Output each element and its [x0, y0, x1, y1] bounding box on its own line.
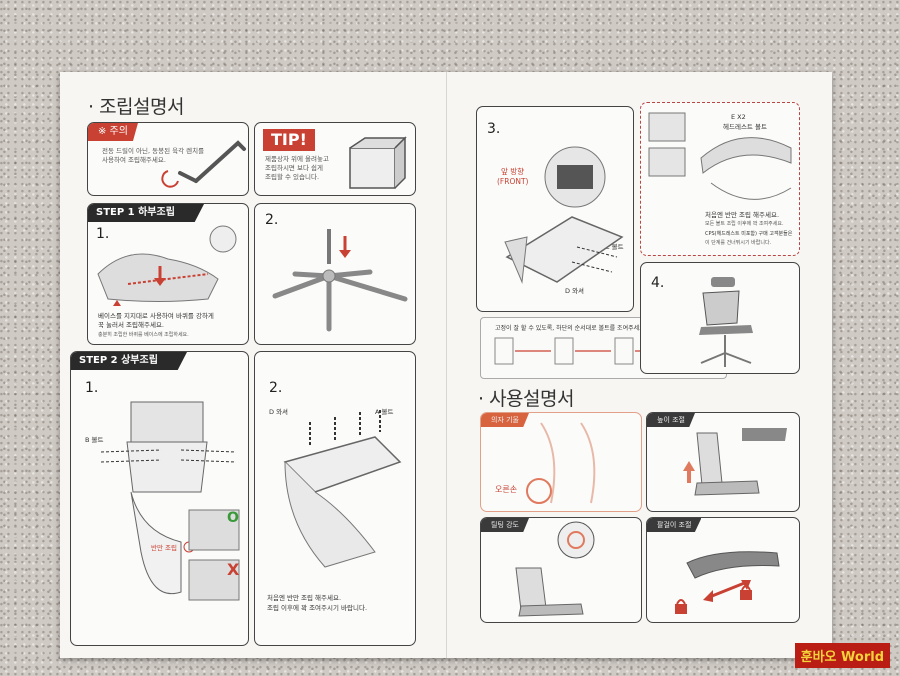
headrest-panel: E X2 헤드레스트 볼트 처음엔 반만 조립 해주세요. 모든 볼트 조립 이… — [640, 102, 800, 256]
step1-note-1: 베이스를 지지대로 사용하여 바퀴를 강하게 — [98, 312, 214, 320]
backrest-illustration — [100, 401, 240, 601]
height-adjust-illustration — [683, 428, 787, 496]
mechanism-illustration — [504, 146, 624, 284]
step1-num-1: 1. — [96, 226, 110, 242]
tip-text-1: 제품상자 위에 올려놓고 — [265, 155, 329, 163]
usage-panel-1: 의자 기울 오른손 — [480, 412, 642, 512]
half-assembly-label: 반만 조립 — [151, 544, 177, 552]
usage-tag-4: 팔걸이 조절 — [647, 518, 702, 532]
step2-note-1: 처음엔 반만 조립 해주세요. — [267, 594, 342, 602]
step2-label: STEP 2 상부조립 — [71, 352, 187, 370]
tip-panel: TIP! 제품상자 위에 올려놓고 조립하시면 보다 쉽게 조립할 수 있습니다… — [254, 122, 416, 196]
hex-wrench-icon — [161, 140, 246, 188]
tip-text-3: 조립할 수 있습니다. — [265, 173, 320, 181]
step1-note-2: 꾹 눌러서 조립해주세요. — [98, 321, 164, 329]
page-fold — [446, 72, 447, 658]
armrest-adjust-illustration — [675, 551, 780, 614]
finished-chair-illustration — [699, 277, 753, 367]
step1-note-3: 충분히 조립한 바퀴를 베이스에 조립하세요. — [98, 332, 189, 338]
step4-panel: 4. — [640, 262, 800, 374]
step1-panel-1: STEP 1 하부조립 1. 베이스를 지지대로 사용하여 바퀴를 강하게 꾹 … — [87, 203, 249, 345]
caution-label: ※ 주의 — [88, 123, 138, 141]
wheel-assembly-illustration — [97, 225, 237, 306]
step2-num-2: 2. — [269, 380, 283, 396]
usage-tag-2: 높이 조절 — [647, 413, 695, 427]
step2-num-1: 1. — [85, 380, 99, 396]
front-label-2: (FRONT) — [497, 177, 529, 186]
ok-mark: O — [227, 510, 239, 526]
step2-panel-2: 2. D 와셔 A 볼트 처음엔 반만 조립 해주세요. 조립 이후에 꽉 조여… — [254, 351, 416, 646]
step1-num-2: 2. — [265, 212, 279, 228]
step1-panel-2: 2. — [254, 203, 416, 345]
right-hand-label: 오른손 — [495, 485, 518, 494]
headrest-note-4: 이 단계를 건너뛰시기 바랍니다. — [705, 240, 772, 246]
caution-panel: ※ 주의 전동 드릴이 아닌, 동봉된 육각 렌치를 사용하여 조립해주세요. — [87, 122, 249, 196]
usage-tag-3: 틸팅 강도 — [481, 518, 529, 532]
tilt-tension-illustration — [515, 521, 595, 617]
usage-title: · 사용설명서 — [478, 388, 574, 410]
step1-label: STEP 1 하부조립 — [88, 204, 204, 222]
front-label-1: 앞 방향 — [501, 167, 525, 176]
headrest-illustration — [648, 112, 792, 200]
step3-panel: 3. 앞 방향 (FRONT) C 볼트 D 와셔 — [476, 106, 634, 312]
headrest-bolt-label: 헤드레스트 볼트 — [723, 123, 767, 131]
usage-panel-4: 팔걸이 조절 — [646, 517, 800, 623]
headrest-bolt-count: E X2 — [731, 113, 746, 121]
watermark: 훈바오 World — [794, 643, 890, 668]
usage-tag-1: 의자 기울 — [481, 413, 529, 427]
washer-d-label: D 와셔 — [269, 408, 289, 416]
bolt-b-label: B 볼트 — [85, 436, 104, 444]
recline-illustration — [526, 422, 596, 504]
headrest-note-3: CPS(헤드레스트 미포함) 구매 고객분들은 — [705, 231, 793, 237]
headrest-note-1: 처음엔 반만 조립 해주세요. — [705, 211, 780, 219]
bolt-a-label: A 볼트 — [375, 408, 394, 416]
box-icon — [349, 136, 407, 189]
base-illustration — [272, 229, 408, 332]
headrest-note-2: 모든 볼트 조립 이후에 꽉 조여주세요. — [705, 221, 784, 227]
assembly-title: · 조립설명서 — [88, 96, 184, 118]
ng-mark: X — [227, 560, 240, 579]
caution-text-2: 사용하여 조립해주세요. — [102, 156, 166, 164]
usage-panel-2: 높이 조절 — [646, 412, 800, 512]
usage-panel-3: 틸팅 강도 — [480, 517, 642, 623]
washer-d-label-3: D 와셔 — [565, 287, 585, 295]
seat-illustration — [283, 410, 402, 568]
manual-sheet: · 조립설명서 ※ 주의 전동 드릴이 아닌, 동봉된 육각 렌치를 사용하여 … — [60, 72, 832, 658]
bolt-order-text: 고정이 잘 할 수 있도록, 하단의 순서대로 볼트를 조여주세요. — [495, 325, 647, 332]
bolt-c-label: C 볼트 — [605, 243, 624, 251]
step2-note-2: 조립 이후에 꽉 조여주시기 바랍니다. — [267, 604, 368, 612]
tip-badge: TIP! — [263, 129, 315, 151]
tip-text-2: 조립하시면 보다 쉽게 — [265, 164, 323, 172]
step2-panel-1: STEP 2 상부조립 1. B 볼트 반만 조립 O X — [70, 351, 249, 646]
step4-num: 4. — [651, 275, 665, 291]
caution-text-1: 전동 드릴이 아닌, 동봉된 육각 렌치를 — [102, 147, 205, 155]
step3-num: 3. — [487, 121, 501, 137]
